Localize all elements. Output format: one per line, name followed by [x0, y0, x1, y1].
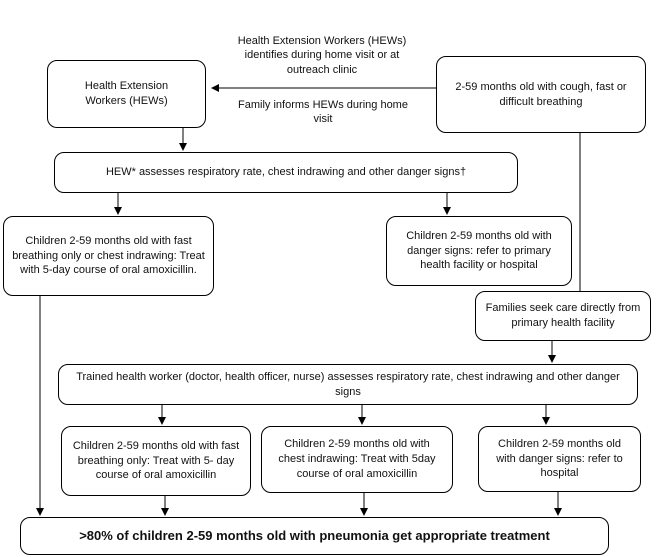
- danger-signs-box: Children 2-59 months old with danger sig…: [478, 426, 641, 492]
- outcome-box: >80% of children 2-59 months old with pn…: [20, 517, 609, 555]
- hew-box: Health Extension Workers (HEWs): [47, 60, 206, 128]
- start-box: 2-59 months old with cough, fast or diff…: [436, 56, 646, 133]
- trained-assess-box: Trained health worker (doctor, health of…: [58, 364, 638, 405]
- hew-refer-box: Children 2-59 months old with danger sig…: [386, 216, 572, 286]
- chest-indrawing-box: Children 2-59 months old with chest indr…: [261, 426, 453, 493]
- hew-treat-box: Children 2-59 months old with fast breat…: [3, 216, 214, 296]
- families-seek-box: Families seek care directly from primary…: [475, 291, 651, 341]
- fast-breathing-box: Children 2-59 months old with fast breat…: [61, 426, 251, 496]
- label-family-informs: Family informs HEWs during home visit: [238, 99, 408, 126]
- label-identifies: Health Extension Workers (HEWs) identifi…: [237, 35, 407, 76]
- hew-assess-box: HEW* assesses respiratory rate, chest in…: [54, 152, 518, 193]
